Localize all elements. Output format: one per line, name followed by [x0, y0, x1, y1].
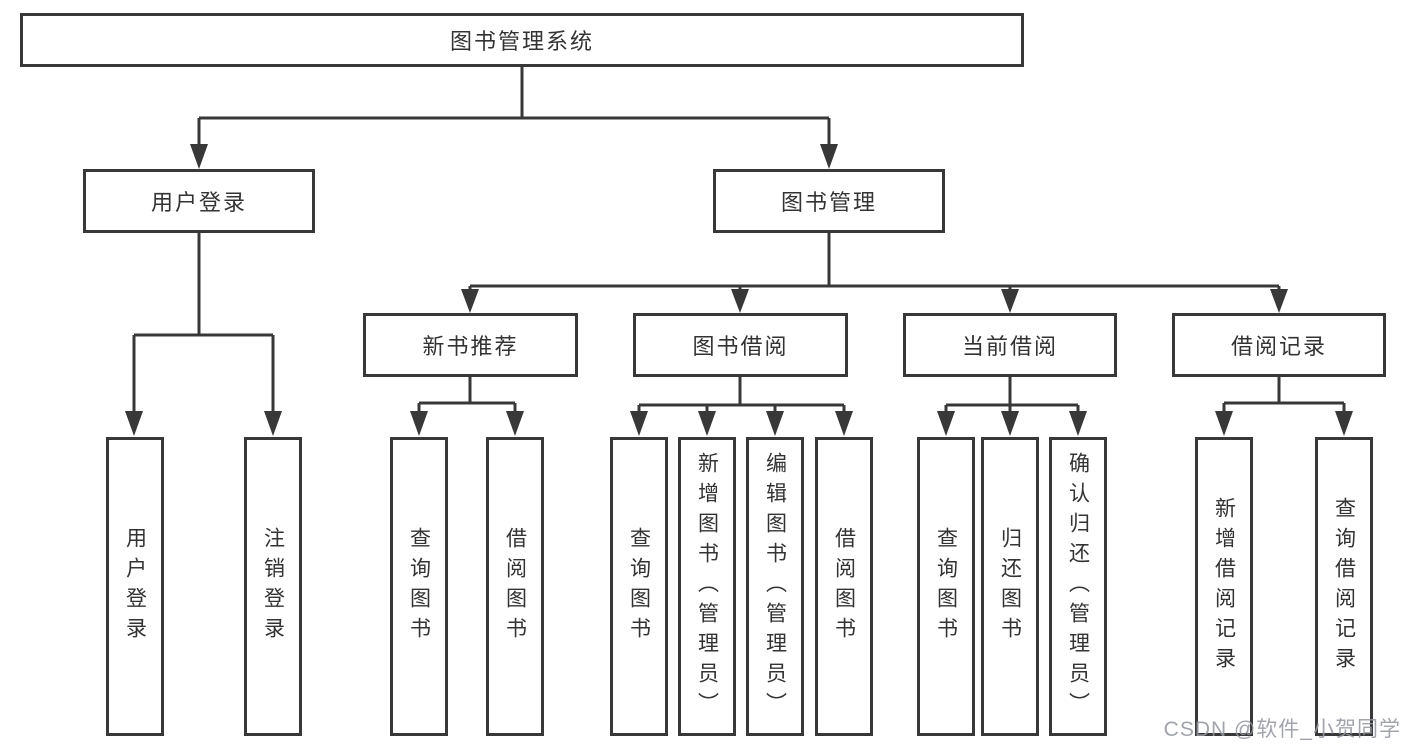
leaf-confirm-return-admin: 确认归还（管理员） [1049, 437, 1107, 736]
csdn-watermark: CSDN @软件_小贺同学 [1163, 718, 1401, 741]
node-new-book-recommend: 新书推荐 [363, 313, 578, 377]
leaf-query-book-current: 查询图书 [917, 437, 975, 736]
node-user-login: 用户登录 [83, 169, 315, 233]
connector-new-book-children [410, 377, 524, 436]
leaf-return-book: 归还图书 [981, 437, 1039, 736]
connector-borrow-records-children [1215, 377, 1353, 436]
node-book-management: 图书管理 [713, 169, 945, 233]
leaf-add-book-admin: 新增图书（管理员） [678, 437, 736, 736]
leaf-add-borrow-record: 新增借阅记录 [1195, 437, 1253, 736]
leaf-query-book-newbook: 查询图书 [390, 437, 448, 736]
node-library-system: 图书管理系统 [20, 13, 1024, 67]
node-borrow-records: 借阅记录 [1172, 313, 1386, 377]
leaf-query-book-borrow: 查询图书 [610, 437, 668, 736]
connector-book-management-to-level3 [461, 233, 1288, 313]
connector-root-to-level2 [190, 67, 838, 169]
leaf-borrow-book-borrow: 借阅图书 [815, 437, 873, 736]
node-current-borrow: 当前借阅 [903, 313, 1117, 377]
connector-user-login-children [125, 233, 282, 436]
leaf-logout: 注销登录 [244, 437, 302, 736]
leaf-query-borrow-record: 查询借阅记录 [1315, 437, 1373, 736]
connector-book-borrow-children [630, 377, 853, 436]
connector-current-borrow-children [937, 377, 1087, 436]
node-book-borrow: 图书借阅 [633, 313, 848, 377]
leaf-borrow-book-newbook: 借阅图书 [486, 437, 544, 736]
leaf-edit-book-admin: 编辑图书（管理员） [746, 437, 804, 736]
leaf-user-login: 用户登录 [106, 437, 164, 736]
